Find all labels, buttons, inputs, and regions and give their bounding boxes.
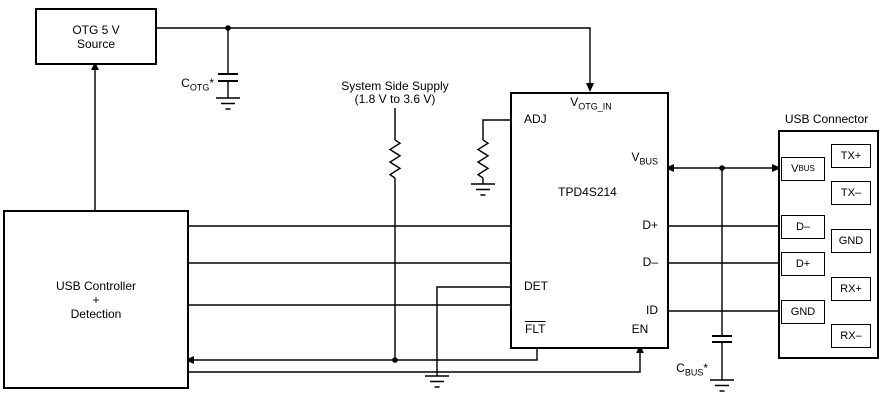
cotg-label: COTG* [181, 76, 214, 93]
det-ground-icon [425, 375, 449, 388]
grounds [216, 97, 734, 392]
connector-pin-tx-minus: TX– [831, 181, 871, 205]
junction-dot [719, 165, 725, 171]
pin-label-dminus: D– [642, 255, 658, 269]
usb-controller-box: USB Controller + Detection [3, 210, 189, 389]
wire-en [185, 352, 641, 373]
pin-label-flt: FLT [525, 322, 546, 336]
pin-label-dplus: D+ [642, 218, 658, 232]
junction-dot [392, 357, 398, 363]
chip-name: TPD4S214 [558, 185, 617, 199]
tpd4s214-box [510, 92, 669, 349]
arrow-into-en-icon [636, 345, 644, 353]
cbus-label: CBUS* [676, 361, 708, 378]
usb-connector-title: USB Connector [784, 112, 869, 126]
pin-label-votg-in: VOTG_IN [570, 95, 612, 112]
arrow-into-votgin-icon [586, 83, 594, 92]
cotg-ground-icon [216, 97, 240, 110]
connector-pin-tx-plus: TX+ [831, 144, 871, 168]
arrow-vbus-left-icon [665, 164, 674, 172]
otg-source-label-line1: OTG 5 V [72, 22, 120, 37]
wire-det-gnd [436, 286, 510, 376]
pin-label-adj: ADJ [524, 112, 547, 126]
wire-otg-to-votgin [155, 27, 591, 84]
otg-source-label-line2: Source [76, 36, 116, 51]
connector-pin-gnd-left: GND [781, 300, 825, 324]
junction-dot [225, 25, 231, 31]
wire-flt [193, 345, 538, 361]
otg-source-box: OTG 5 V Source [35, 8, 157, 65]
arrow-into-otg-source-icon [91, 62, 99, 70]
adj-resistor-icon [476, 139, 490, 179]
wire-adj [482, 119, 510, 184]
pin-label-id: ID [646, 303, 658, 317]
resistors [388, 139, 490, 179]
arrowheads [91, 62, 781, 364]
capacitors [218, 73, 732, 343]
junction-dots [225, 25, 725, 363]
pullup-resistor-icon [388, 139, 402, 179]
connector-pin-rx-plus: RX+ [831, 277, 871, 301]
arrow-flt-into-controller-icon [185, 356, 194, 364]
cbus-ground-icon [710, 379, 734, 392]
cbus-capacitor-icon [712, 335, 732, 343]
pin-label-en: EN [631, 322, 649, 336]
arrow-vbus-right-icon [772, 164, 781, 172]
system-supply-line1: System Side Supply [341, 79, 449, 93]
connector-pin-gnd-right: GND [831, 229, 871, 253]
controller-label-line1: USB Controller [55, 278, 137, 293]
system-supply-label: System Side Supply (1.8 V to 3.6 V) [300, 80, 490, 106]
cotg-capacitor-icon [218, 73, 238, 82]
wires [94, 27, 781, 380]
connector-pin-dminus: D– [781, 215, 825, 239]
adj-ground-icon [471, 183, 495, 196]
pin-label-det: DET [524, 279, 548, 293]
controller-label-line2: + [92, 292, 100, 307]
connector-pin-dplus: D+ [781, 252, 825, 276]
system-supply-line2: (1.8 V to 3.6 V) [354, 92, 436, 106]
controller-label-line3: Detection [70, 306, 122, 321]
pin-label-vbus: VBUS [631, 150, 658, 167]
connector-pin-rx-minus: RX– [831, 324, 871, 348]
